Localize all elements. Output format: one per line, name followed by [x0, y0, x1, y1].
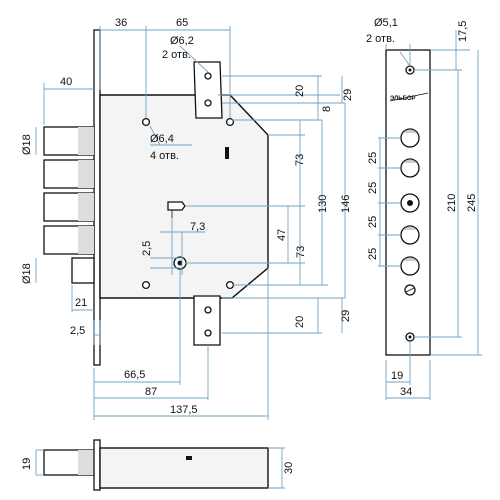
dim-29-bottom: 29	[340, 310, 352, 322]
faceplate-dimension-labels: Ø5,1 2 отв. 17,5 25 25 25 25 210 245 19 …	[366, 17, 478, 398]
dimension-labels: 36 65 Ø6,2 2 отв. 40 Ø6,4 4 отв. Ø18 Ø18…	[21, 17, 354, 416]
dim-bottom-30: 30	[283, 462, 295, 474]
dim-20-bottom: 20	[294, 316, 306, 328]
plate-bolt-1	[400, 128, 420, 148]
bottom-faceplate	[93, 439, 101, 491]
dim-hole-62: Ø6,2	[170, 35, 194, 47]
faceplate-side-view: ЭЛЬБОР	[385, 49, 431, 356]
dim-175: 17,5	[457, 21, 469, 42]
dim-d18-top: Ø18	[21, 134, 33, 155]
dim-40: 40	[60, 76, 72, 88]
dim-29-top: 29	[342, 89, 354, 101]
dim-plate-34: 34	[400, 386, 412, 398]
case-slot	[225, 147, 229, 159]
keyhole	[167, 201, 186, 218]
faceplate-dimension-lines	[378, 30, 482, 400]
dim-73-lower: 73	[295, 246, 307, 258]
plate-bolt-3	[400, 225, 420, 245]
dim-8: 8	[321, 106, 333, 112]
dim-21: 21	[75, 297, 87, 309]
dim-665: 66,5	[124, 369, 145, 381]
dim-47: 47	[276, 229, 288, 241]
dim-25-bottom: 2,5	[70, 325, 85, 337]
dim-20-top: 20	[294, 85, 306, 97]
dim-130: 130	[317, 195, 329, 213]
dim-245: 245	[466, 194, 478, 212]
spindle-center	[177, 260, 183, 266]
tab-hole-top	[204, 72, 212, 80]
case-hole-3	[141, 280, 151, 290]
dim-hole-64: Ø6,4	[150, 133, 174, 145]
plate-bolt-4	[400, 256, 420, 276]
dim-36: 36	[115, 17, 127, 29]
lock-bottom-view: 19 30	[21, 439, 295, 491]
dim-hole-64-count: 4 отв.	[150, 150, 179, 162]
dim-plate-25-a: 25	[367, 152, 379, 164]
dim-73-small: 7,3	[190, 221, 205, 233]
dim-146: 146	[340, 195, 352, 213]
dim-hole-62-count: 2 отв.	[162, 49, 191, 61]
plate-bolt-2	[400, 158, 420, 178]
case-hole-2	[225, 117, 235, 127]
bottom-case	[99, 447, 269, 489]
dim-65: 65	[176, 17, 188, 29]
tab-hole-bottom-2	[204, 329, 212, 337]
dim-87: 87	[145, 386, 157, 398]
tab-hole-bottom	[204, 306, 212, 314]
dim-plate-19: 19	[391, 370, 403, 382]
dim-plate-25-b: 25	[367, 182, 379, 194]
dim-25-small: 2,5	[141, 241, 153, 256]
dim-plate-hole-count: 2 отв.	[366, 33, 395, 45]
dim-73-upper: 73	[294, 154, 306, 166]
case-hole-1	[141, 117, 151, 127]
front-faceplate	[93, 29, 101, 366]
dim-plate-25-d: 25	[367, 248, 379, 260]
dim-1375: 137,5	[170, 404, 198, 416]
latch-bolt	[71, 257, 95, 284]
upper-tab	[193, 61, 223, 119]
dim-plate-25-c: 25	[367, 216, 379, 228]
dim-d18-bottom: Ø18	[21, 263, 33, 284]
lower-tab	[193, 295, 221, 346]
dim-plate-hole: Ø5,1	[374, 17, 398, 29]
tab-hole-top-2	[204, 99, 212, 107]
dim-210: 210	[446, 194, 458, 212]
dimension-lines	[35, 26, 346, 420]
lock-front-view	[43, 29, 269, 366]
dim-bottom-19: 19	[21, 458, 33, 470]
brand-logo: ЭЛЬБОР	[390, 96, 416, 102]
